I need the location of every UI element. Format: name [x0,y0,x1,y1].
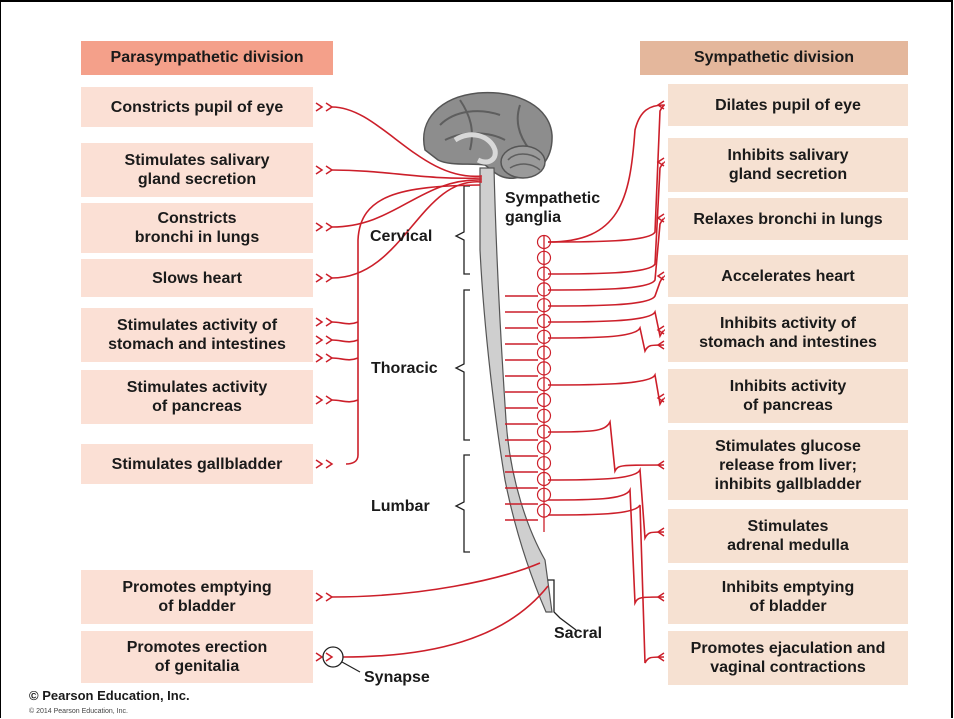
para-effect-heart: Slows heart [81,259,313,297]
brain-illustration [424,93,552,179]
symp-effect-pancreas: Inhibits activity of pancreas [668,369,908,423]
para-effect-pupil: Constricts pupil of eye [81,87,313,127]
arrowhead [316,460,322,468]
sympathetic-ganglia-label: Sympathetic ganglia [505,189,600,227]
nerve-fiber [332,358,358,360]
nerve-fiber [548,490,664,603]
symp-effect-stomach: Inhibits activity of stomach and intesti… [668,304,908,362]
nerve-fiber [548,328,664,351]
arrowhead [326,318,332,326]
arrowhead [316,318,322,326]
symp-effect-adrenal: Stimulates adrenal medulla [668,509,908,563]
sympathetic-header: Sympathetic division [640,41,908,75]
arrowhead [658,272,664,280]
symp-effect-salivary: Inhibits salivary gland secretion [668,138,908,192]
para-effect-stomach: Stimulates activity of stomach and intes… [81,308,313,362]
para-effect-pancreas: Stimulates activity of pancreas [81,370,313,424]
arrowhead [326,223,332,231]
arrowhead [326,103,332,111]
symp-effect-ejaculation: Promotes ejaculation and vaginal contrac… [668,631,908,685]
arrowhead [316,166,322,174]
arrowhead [326,460,332,468]
cervical-label: Cervical [370,227,432,246]
nerve-fiber [548,422,664,471]
arrowhead [316,103,322,111]
para-effect-bronchi: Constricts bronchi in lungs [81,203,313,253]
nerve-fiber [548,218,664,290]
sacral-label: Sacral [554,624,602,643]
symp-effect-heart: Accelerates heart [668,255,908,297]
symp-effect-pupil: Dilates pupil of eye [668,84,908,126]
arrowhead [326,354,332,362]
nerve-fiber [332,400,358,402]
arrowhead [316,354,322,362]
symp-effect-bronchi: Relaxes bronchi in lungs [668,198,908,240]
arrowhead [326,166,332,174]
copyright-notice: © 2014 Pearson Education, Inc. [29,708,128,715]
thoracic-label: Thoracic [371,359,438,378]
arrowhead [316,653,322,661]
nerve-fiber [332,563,540,597]
symp-effect-bladder: Inhibits emptying of bladder [668,570,908,624]
nerve-fiber [343,586,548,657]
arrowhead [326,653,332,661]
arrowhead [316,274,322,282]
para-effect-salivary: Stimulates salivary gland secretion [81,143,313,197]
arrowhead [316,593,322,601]
nerve-fiber [548,276,664,306]
arrowhead [326,274,332,282]
synapse-pointer [342,662,360,672]
lumbar-label: Lumbar [371,497,430,516]
arrowhead [326,336,332,344]
para-effect-bladder: Promotes emptying of bladder [81,570,313,624]
pearson-credit: © Pearson Education, Inc. [29,688,190,703]
arrowhead [326,593,332,601]
para-effect-genitalia: Promotes erection of genitalia [81,631,313,683]
symp-effect-liver: Stimulates glucose release from liver; i… [668,430,908,500]
nerve-fiber [548,375,664,404]
nerve-fiber [332,180,482,227]
synapse-label: Synapse [364,668,430,687]
arrowhead [316,336,322,344]
para-effect-gallbladder: Stimulates gallbladder [81,444,313,484]
arrowhead [316,396,322,404]
arrowhead [326,396,332,404]
nerve-fiber [332,340,358,342]
arrowhead [316,223,322,231]
nerve-fiber [332,322,358,324]
nerve-fiber [548,470,664,538]
parasympathetic-header: Parasympathetic division [81,41,333,75]
arrowhead [658,158,664,166]
nerve-fiber [548,312,664,336]
arrowhead [658,214,664,222]
